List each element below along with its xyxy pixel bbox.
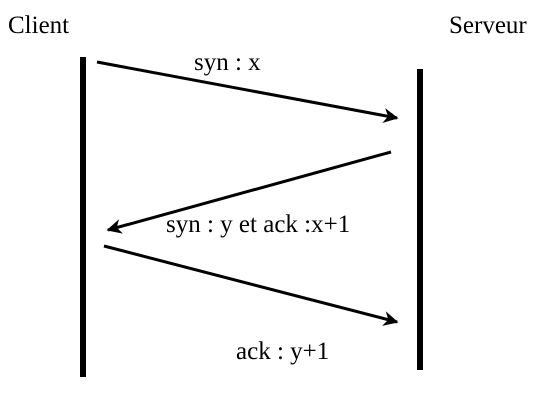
client-label: Client	[8, 12, 69, 39]
message-label-ack-y: ack : y+1	[236, 338, 329, 365]
message-label-syn-y-ack: syn : y et ack :x+1	[166, 211, 350, 238]
message-label-syn-x: syn : x	[194, 49, 261, 76]
message-arrow-syn-y-ack	[106, 150, 392, 234]
message-arrow-ack-y	[103, 244, 399, 326]
server-label: Serveur	[449, 12, 527, 39]
message-arrow-syn-x	[96, 60, 399, 123]
